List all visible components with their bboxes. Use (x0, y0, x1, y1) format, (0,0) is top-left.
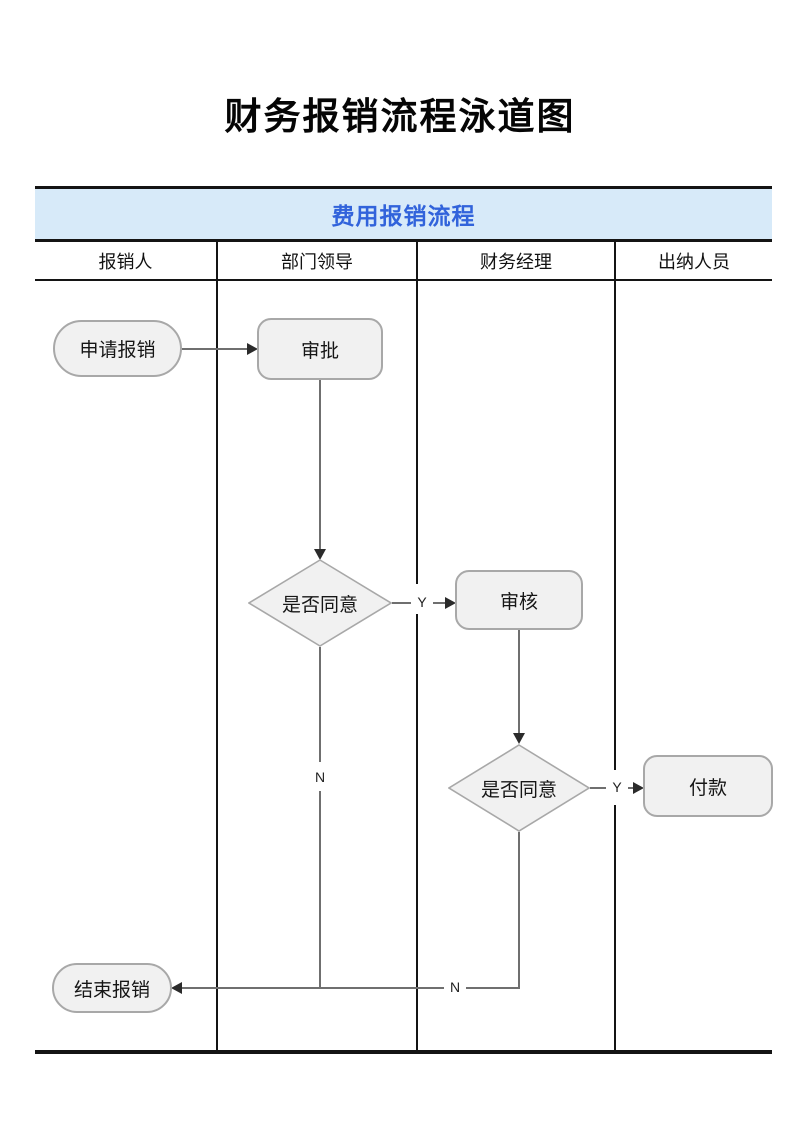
edge-decision1-no-upper (319, 647, 321, 762)
diamond-shape (448, 744, 590, 832)
node-decision2: 是否同意 (448, 744, 590, 832)
lane-header-finance-manager: 财务经理 (480, 251, 552, 272)
table-top-border (35, 186, 772, 189)
node-approve: 审批 (257, 318, 383, 380)
node-review-label: 审核 (499, 591, 538, 613)
table-bottom-border (35, 1050, 772, 1054)
node-start: 申请报销 (53, 320, 182, 377)
edge-review-to-decision2 (518, 630, 520, 734)
band-bottom-border (35, 239, 772, 242)
node-approve-label: 审批 (300, 340, 339, 362)
arrowhead-into-decision1 (314, 549, 326, 560)
diagram-header-band: 费用报销流程 (35, 189, 772, 239)
page-title: 财务报销流程泳道图 (224, 96, 576, 137)
diamond-shape (248, 559, 392, 647)
node-decision1-label: 是否同意 (281, 594, 358, 616)
node-pay-label: 付款 (688, 777, 727, 799)
node-decision1: 是否同意 (248, 559, 392, 647)
node-start-label: 申请报销 (79, 340, 156, 361)
lane-divider-2-upper (416, 242, 418, 584)
node-pay: 付款 (643, 755, 773, 817)
lane-header-cashier: 出纳人员 (658, 251, 730, 272)
edge-to-end-horizontal (180, 987, 520, 989)
edge-label-decision1-no: N (309, 767, 331, 787)
lane-divider-3-lower (614, 805, 616, 1050)
edge-label-decision2-yes: Y (606, 777, 628, 797)
lane-divider-1 (216, 242, 218, 1050)
diagram-title: 费用报销流程 (331, 203, 476, 229)
node-end: 结束报销 (52, 963, 172, 1013)
edge-decision2-no-vertical (518, 832, 520, 989)
lane-header-bottom-border (35, 279, 772, 281)
edge-decision1-no-lower (319, 791, 321, 988)
lane-divider-3-upper (614, 242, 616, 770)
node-decision2-label: 是否同意 (480, 779, 557, 801)
arrowhead-into-end (171, 982, 182, 994)
edge-approve-to-decision1 (319, 380, 321, 550)
edge-label-decision2-no: N (444, 977, 466, 997)
arrowhead-into-approve (247, 343, 258, 355)
arrowhead-into-decision2 (513, 733, 525, 744)
arrowhead-into-pay (633, 782, 644, 794)
lane-header-dept-leader: 部门领导 (281, 251, 353, 272)
node-review: 审核 (455, 570, 583, 630)
node-end-label: 结束报销 (73, 979, 150, 1001)
arrowhead-into-review (445, 597, 456, 609)
lane-divider-2-lower (416, 614, 418, 1050)
edge-start-to-approve (182, 348, 248, 350)
edge-label-decision1-yes: Y (411, 592, 433, 612)
lane-header-reimburser: 报销人 (98, 251, 153, 272)
